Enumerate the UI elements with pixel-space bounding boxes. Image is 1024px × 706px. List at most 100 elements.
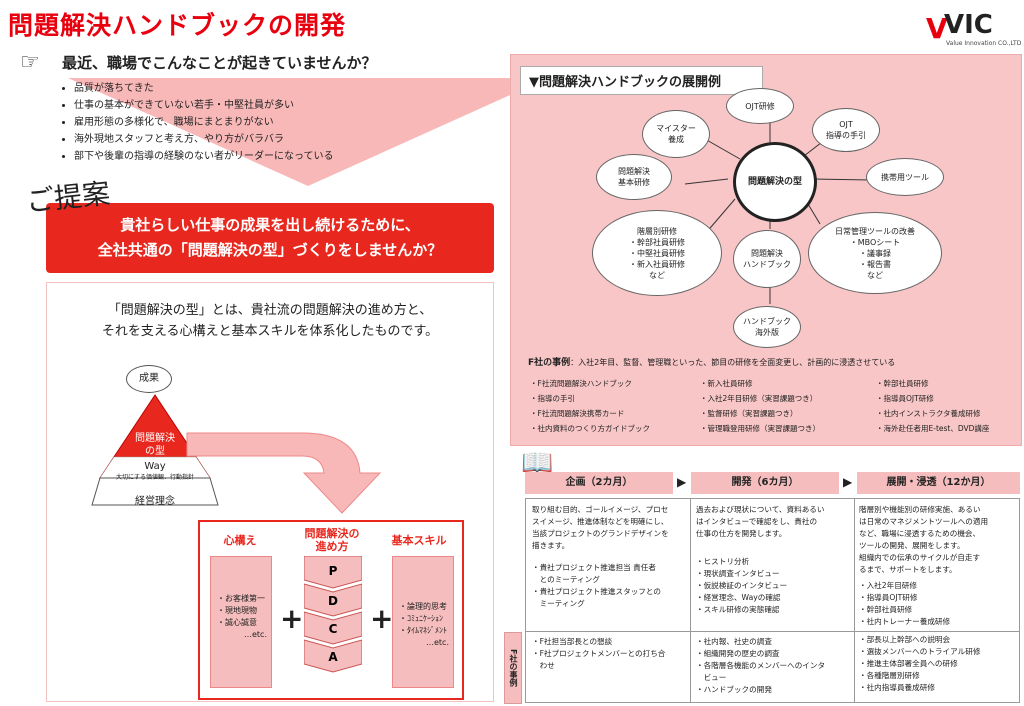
arrow-right-icon: ▶: [843, 475, 853, 489]
text-line: 取り組む目的、ゴールイメージ、プロセ: [532, 505, 669, 514]
list-item: ・論理的思考: [399, 602, 447, 611]
dev-desc: 過去および現状について、資料あるい はインタビューで確認をし、貴社の 仕事の仕方…: [696, 504, 854, 616]
case-plan: ・F社担当部長との懇談 ・F社プロジェクトメンバーとの打ち合 わせ: [532, 636, 690, 672]
list-item: 海外現地スタッフと考え方、やり方がバラバラ: [74, 131, 334, 148]
skill-column: ・論理的思考 ・ｺﾐｭﾆｹｰｼｮﾝ ・ﾀｲﾑﾏﾈｼﾞﾒﾝﾄ …etc.: [392, 556, 454, 688]
proposal-banner: 貴社らしい仕事の成果を出し続けるために、 全社共通の「問題解決の型」づくりをしま…: [46, 203, 494, 273]
case-col3: ・幹部社員研修 ・指導員OJT研修 ・社内インストラクタ養成研修 ・海外赴任者用…: [876, 376, 989, 436]
text-line: 階層別や機能別の研修実施、あるい: [859, 505, 981, 514]
list-item: ビュー: [696, 673, 727, 682]
kata-panel: [46, 282, 494, 702]
node-line: 海外版: [755, 328, 779, 337]
skill-title: 基本スキル: [391, 534, 447, 547]
susumekata-title: 問題解決の 進め方: [296, 527, 368, 553]
list-item: ミーティング: [532, 599, 585, 608]
list-item: ・管理職登用研修（実習課題つき）: [700, 424, 820, 433]
list-item: ・幹部社員研修: [859, 605, 913, 614]
case-text: ：入社2年目、監督、管理職といった、節目の研修を全面変更し、計画的に浸透させてい…: [570, 358, 896, 367]
case-dev: ・社内報、社史の調査 ・組織開発の歴史の調査 ・各階層各機能のメンバーへのインタ…: [696, 636, 854, 696]
handbook-hub-node: 問題解決ハンドブック: [733, 230, 801, 288]
case-deploy: ・部長以上幹部への説明会 ・選抜メンバーへのトライアル研修 ・推進主体部署全員へ…: [859, 634, 1019, 694]
case-heading: F社の事例: [528, 358, 571, 368]
node-line: マイスター: [656, 124, 696, 133]
text-line: ツールの開発、展開をします。: [859, 541, 965, 550]
list-item: ・推進主体部署全員への研修: [859, 659, 958, 668]
list-item: ・各種階層別研修: [859, 671, 920, 680]
issues-list: 品質が落ちてきた 仕事の基本ができていない若手・中堅社員が多い 雇用形態の多様化…: [60, 80, 334, 165]
pyramid-base: 経営理念: [135, 496, 175, 507]
pdca-chevrons: P D C A: [304, 556, 362, 673]
node-line: ・中堅社員研修: [629, 248, 685, 258]
pyramid-way: Way 大切にする価値観、行動指針: [100, 461, 210, 483]
text-line: は日常のマネジメントツールへの適用: [859, 517, 989, 526]
portable-tool-node: 携帯用ツール: [866, 158, 944, 196]
handbook-title: ▼問題解決ハンドブックの展開例: [520, 66, 763, 95]
list-item: ・経営理念、Wayの確認: [696, 593, 781, 602]
pointing-hand-icon: ☞: [20, 50, 40, 75]
ojt-node: OJT研修: [726, 88, 794, 124]
kata-columns-frame: [198, 520, 464, 700]
list-item: 雇用形態の多様化で、職場にまとまりがない: [74, 114, 334, 131]
kokorogamae-title: 心構え: [223, 534, 257, 547]
kata-description: 「問題解決の型」とは、貴社流の問題解決の進め方と、 それを支える心構えと基本スキ…: [60, 300, 480, 342]
node-line: 日常管理ツールの改善: [835, 226, 915, 236]
list-item: ・社内資料のつくり方ガイドブック: [530, 424, 650, 433]
list-item: ・ハンドブックの開発: [696, 685, 772, 694]
page-title: 問題解決ハンドブックの開発: [8, 11, 347, 40]
list-item: ・ｺﾐｭﾆｹｰｼｮﾝ: [399, 614, 443, 623]
pyramid-kata-line2: の型: [145, 446, 165, 457]
node-line: ・報告書: [859, 259, 891, 269]
node-line: など: [649, 270, 665, 280]
text-line: るまで、サポートをします。: [859, 565, 957, 574]
list-item: ・指導員OJT研修: [859, 593, 918, 602]
node-line: ・議事録: [859, 248, 891, 258]
node-line: 問題解決: [751, 249, 783, 258]
list-item: 仕事の基本ができていない若手・中堅社員が多い: [74, 97, 334, 114]
phase-plan: 企画（2カ月）: [525, 472, 673, 494]
node-line: ハンドブック: [743, 317, 791, 326]
basic-training-node: 問題解決基本研修: [596, 154, 672, 200]
case-side-label: F社の事例: [504, 632, 522, 704]
list-item: ・指導員OJT研修: [876, 394, 934, 403]
pdca-c: C: [329, 622, 338, 636]
logo-mark: V: [926, 12, 948, 45]
list-item: ・F社流問題解決ハンドブック: [530, 379, 632, 388]
node-line: 問題解決: [618, 167, 650, 176]
node-line: ・幹部社員研修: [629, 237, 685, 247]
text-line: など、職場に浸透するための機会、: [859, 529, 981, 538]
list-item: ・社内インストラクタ養成研修: [876, 409, 981, 418]
proposal-line2: 全社共通の「問題解決の型」づくりをしませんか？: [97, 241, 443, 259]
pyramid-way-sub: 大切にする価値観、行動指針: [115, 474, 195, 481]
node-line: 養成: [667, 135, 684, 144]
pyramid-kata: 問題解決 の型: [122, 432, 188, 458]
pdca-p: P: [329, 564, 338, 578]
case-col2: ・新入社員研修 ・入社2年目研修（実習課題つき） ・監督研修（実習課題つき） ・…: [700, 376, 820, 436]
center-node: 問題解決の型: [733, 142, 817, 222]
node-line: ・新入社員研修: [629, 259, 685, 269]
list-item: ・指導の手引: [530, 394, 575, 403]
list-item: ・F社プロジェクトメンバーとの打ち合: [532, 649, 666, 658]
list-item: ・社内報、社史の調査: [696, 637, 772, 646]
list-item: ・仮説検証のインタビュー: [696, 581, 788, 590]
list-item: とのミーティング: [532, 575, 600, 584]
text-line: 組織内での伝承のサイクルが自走す: [859, 553, 981, 562]
text-line: 過去および現状について、資料あるい: [696, 505, 825, 514]
list-item: ・組織開発の歴史の調査: [696, 649, 780, 658]
list-item: ・海外赴任者用E-test、DVD講座: [876, 424, 990, 433]
case-col1: ・F社流問題解決ハンドブック ・指導の手引 ・F社流問題解決携帯カード ・社内資…: [530, 376, 650, 436]
arrow-right-icon: ▶: [677, 475, 687, 489]
list-item: 品質が落ちてきた: [74, 80, 334, 97]
phase-dev: 開発（6カ月）: [691, 472, 839, 494]
list-item: ・スキル研修の実態確認: [696, 605, 780, 614]
node-line: ハンドブック: [743, 260, 791, 269]
list-item: ・ヒストリ分析: [696, 557, 750, 566]
list-item: ・お客様第一: [217, 594, 265, 603]
meister-node: マイスター養成: [642, 110, 710, 158]
plus-icon: +: [370, 602, 394, 635]
text-line: スイメージ、推進体制などを明確にし、: [532, 517, 669, 526]
phase-deploy: 展開・浸透（12か月）: [857, 472, 1020, 494]
plus-icon: +: [280, 602, 304, 635]
list-item: ・社内指導員養成研修: [859, 683, 935, 692]
text-line: 当該プロジェクトのグランドデザインを: [532, 529, 669, 538]
